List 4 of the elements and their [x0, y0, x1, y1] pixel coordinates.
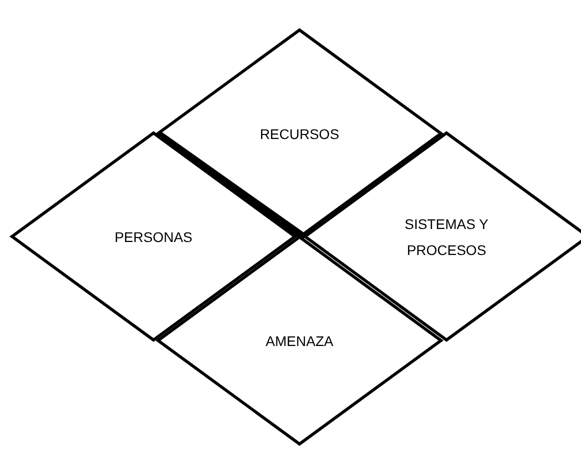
diamond-label: SISTEMAS Y PROCESOS [404, 214, 490, 260]
diamond-label: RECURSOS [258, 124, 340, 144]
diamond-label: PERSONAS [114, 228, 194, 246]
diamond-label: AMENAZA [264, 332, 334, 350]
